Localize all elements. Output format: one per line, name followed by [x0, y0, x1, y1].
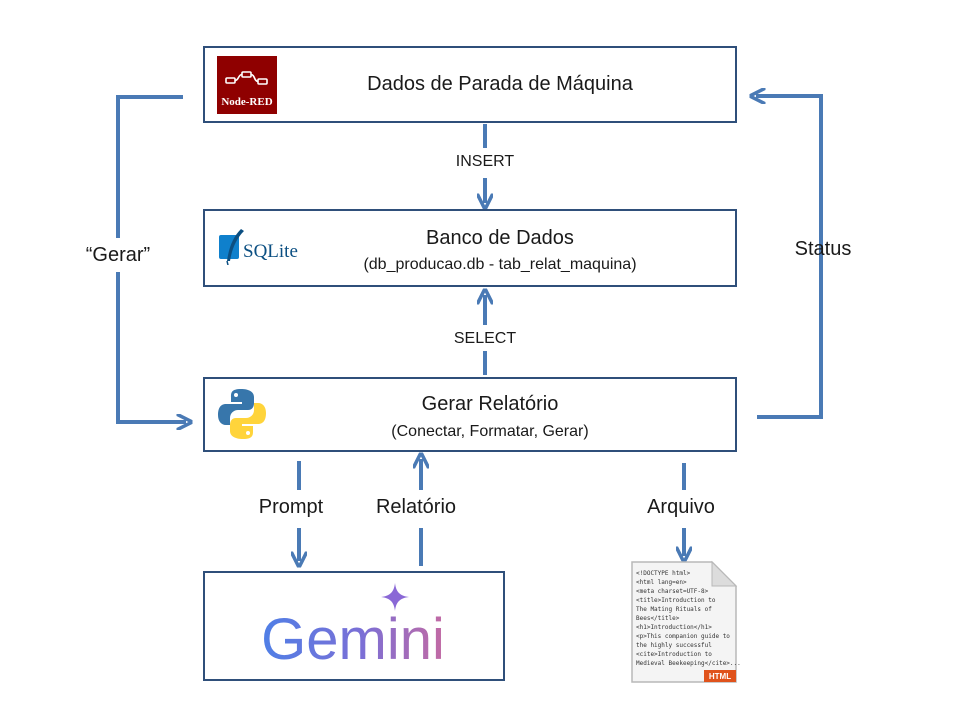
html-code-line: <!DOCTYPE html>: [636, 570, 691, 577]
html-code-line: <meta charset=UTF-8>: [636, 588, 709, 595]
edge-label-select: SELECT: [453, 330, 517, 347]
node-nodered-box: Node-RED Dados de Parada de Máquina: [203, 46, 737, 123]
html-code-line: The Mating Rituals of: [636, 606, 712, 613]
html-file-icon: <!DOCTYPE html> <html lang=en> <meta chars…: [628, 560, 741, 686]
edge-label-prompt: Prompt: [258, 496, 324, 518]
edge-label-status: Status: [794, 238, 852, 260]
gemini-logo: Gemini: [261, 583, 445, 672]
edge-label-gerar: “Gerar”: [85, 244, 151, 266]
python-subtitle: (Conectar, Formatar, Gerar): [391, 423, 589, 440]
node-python-box: Gerar Relatório (Conectar, Formatar, Ger…: [203, 377, 737, 452]
sqlite-feather-icon: SQLite: [217, 227, 307, 267]
html-code-line: <h1>Introduction</h1>: [636, 624, 712, 631]
node-sqlite-box: SQLite Banco de Dados (db_producao.db - …: [203, 209, 737, 287]
html-code-line: <cite>Introduction to: [636, 651, 712, 658]
edge-label-relatorio: Relatório: [375, 496, 457, 518]
python-icon: [217, 387, 267, 441]
gemini-sparkle-icon: [381, 583, 409, 611]
arrow-status: [756, 96, 823, 419]
sqlite-logo-text: SQLite: [243, 241, 298, 262]
python-title: Gerar Relatório: [421, 393, 559, 415]
arrow-gerar: [116, 95, 186, 422]
edge-label-arquivo: Arquivo: [647, 496, 715, 518]
html-code-line: Bees</title>: [636, 615, 680, 622]
html-code-line: Medieval Beekeeping</cite>...: [636, 660, 740, 667]
html-code-line: the highly successful: [636, 642, 712, 649]
html-file-code-lines: <!DOCTYPE html> <html lang=en> <meta chars…: [636, 570, 741, 667]
gemini-logo-text: Gemini: [261, 607, 445, 672]
nodered-title: Dados de Parada de Máquina: [367, 73, 633, 95]
sqlite-subtitle: (db_producao.db - tab_relat_maquina): [363, 256, 637, 273]
node-gemini-box: Gemini: [203, 571, 505, 681]
html-file-badge: HTML: [709, 672, 731, 681]
edge-label-insert: INSERT: [455, 153, 515, 170]
node-red-flow-icon: Node-RED: [217, 56, 277, 114]
html-code-line: <title>Introduction to: [636, 597, 716, 604]
sqlite-title: Banco de Dados: [426, 227, 574, 249]
html-code-line: <p>This companion guide to: [636, 633, 730, 640]
html-code-line: <html lang=en>: [636, 579, 687, 586]
node-red-logo-text: Node-RED: [221, 96, 273, 108]
